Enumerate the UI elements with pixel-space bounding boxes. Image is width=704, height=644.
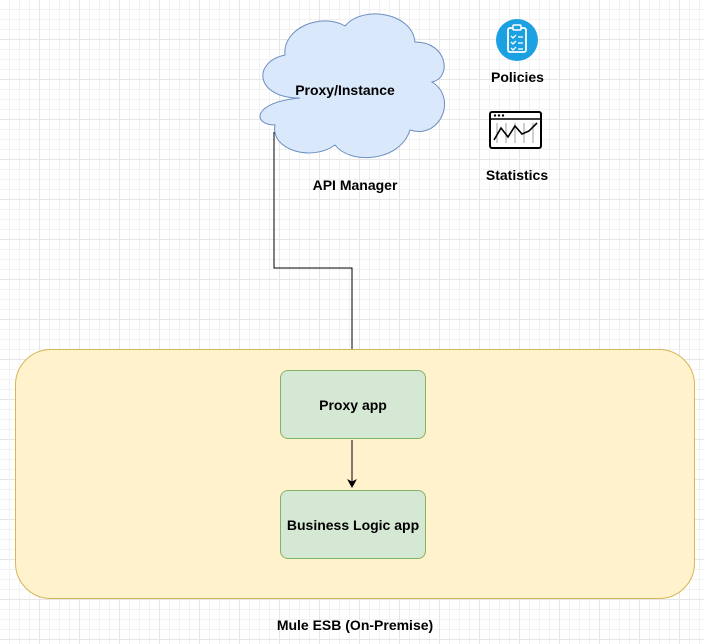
cloud-label: Proxy/Instance bbox=[295, 82, 395, 98]
api-manager-label: API Manager bbox=[312, 177, 398, 193]
clipboard-checklist-icon bbox=[496, 19, 538, 61]
business-logic-app-label: Business Logic app bbox=[286, 516, 420, 533]
statistics-label: Statistics bbox=[485, 167, 549, 183]
proxy-app-node[interactable]: Proxy app bbox=[280, 370, 426, 439]
business-logic-app-node[interactable]: Business Logic app bbox=[280, 490, 426, 559]
policies-label: Policies bbox=[491, 69, 544, 85]
mule-esb-label: Mule ESB (On-Premise) bbox=[276, 617, 434, 633]
proxy-app-label: Proxy app bbox=[319, 396, 387, 413]
cloud-to-proxy-connector bbox=[273, 132, 357, 367]
line-chart-monitor-icon bbox=[489, 111, 542, 149]
proxy-instance-cloud[interactable] bbox=[259, 13, 445, 158]
